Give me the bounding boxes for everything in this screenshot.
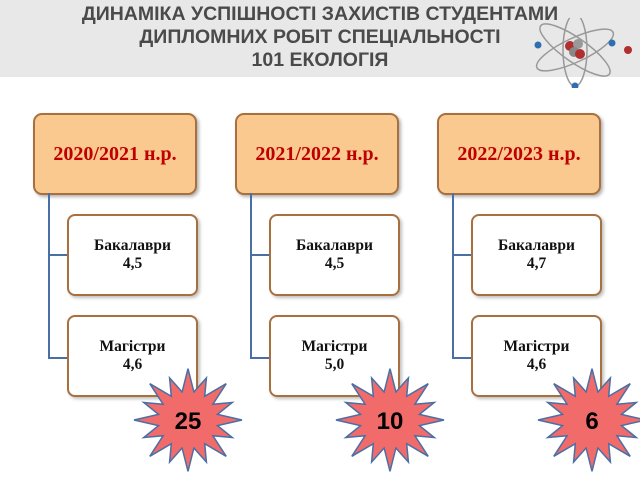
star-shape: [537, 368, 640, 472]
master-box: Магістри 5,0: [269, 315, 400, 397]
connector-branch: [250, 254, 270, 256]
defense-count: 25: [174, 408, 202, 435]
connector-branch: [452, 254, 472, 256]
defense-count: 10: [376, 408, 404, 435]
connector-line: [48, 193, 70, 359]
connector-line: [452, 193, 474, 359]
count-star: 6: [537, 365, 640, 475]
year-header: 2020/2021 н.р.: [33, 113, 197, 195]
atom-icon: [534, 18, 632, 88]
master-value: 5,0: [324, 356, 345, 373]
bachelor-box: Бакалаври 4,5: [67, 214, 198, 296]
bachelor-box: Бакалаври 4,7: [471, 214, 602, 296]
title-line-3: 101 ЕКОЛОГІЯ: [251, 49, 389, 71]
bachelor-value: 4,5: [324, 255, 345, 272]
bachelor-value: 4,5: [122, 255, 143, 272]
slide-title: ДИНАМІКА УСПІШНОСТІ ЗАХИСТІВ СТУДЕНТАМИ …: [40, 3, 600, 72]
defense-count: 6: [585, 408, 599, 435]
master-label: Магістри: [99, 338, 166, 355]
bachelor-label: Бакалаври: [94, 237, 171, 254]
year-label: 2022/2023 н.р.: [457, 142, 581, 165]
star-shape: [133, 368, 243, 472]
year-header: 2021/2022 н.р.: [235, 113, 399, 195]
bachelor-label: Бакалаври: [296, 237, 373, 254]
year-header: 2022/2023 н.р.: [437, 113, 601, 195]
bachelor-box: Бакалаври 4,5: [269, 214, 400, 296]
master-value: 4,6: [526, 356, 547, 373]
master-box: Магістри 4,6: [67, 315, 198, 397]
connector-line: [250, 193, 272, 359]
title-band: [0, 0, 640, 77]
bachelor-value: 4,7: [526, 255, 547, 272]
count-star: 10: [335, 365, 445, 475]
master-box: Магістри 4,6: [471, 315, 602, 397]
bachelor-label: Бакалаври: [498, 237, 575, 254]
master-value: 4,6: [122, 356, 143, 373]
title-line-2: ДИПЛОМНИХ РОБІТ СПЕЦІАЛЬНОСТІ: [139, 26, 501, 48]
year-column: 2020/2021 н.р. Бакалаври 4,5 Магістри 4,…: [33, 113, 243, 472]
year-column: 2021/2022 н.р. Бакалаври 4,5 Магістри 5,…: [235, 113, 445, 472]
master-label: Магістри: [503, 338, 570, 355]
title-line-1: ДИНАМІКА УСПІШНОСТІ ЗАХИСТІВ СТУДЕНТАМИ: [81, 3, 559, 25]
year-label: 2020/2021 н.р.: [53, 142, 177, 165]
star-shape: [335, 368, 445, 472]
connector-branch: [48, 254, 68, 256]
count-star: 25: [133, 365, 243, 475]
year-label: 2021/2022 н.р.: [255, 142, 379, 165]
master-label: Магістри: [301, 338, 368, 355]
year-column: 2022/2023 н.р. Бакалаври 4,7 Магістри 4,…: [437, 113, 640, 472]
